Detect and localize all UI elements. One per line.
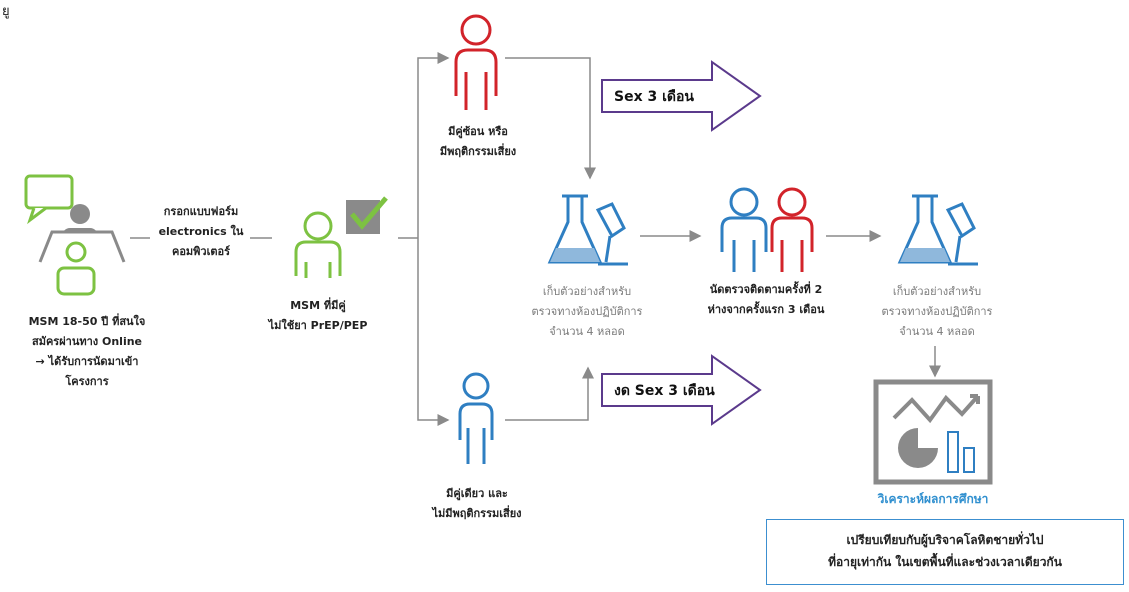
lab2-line-2: ตรวจทางห้องปฏิบัติการ <box>881 305 993 318</box>
checkmark-icon <box>346 196 388 234</box>
comparison-line-2: ที่อายุเท่ากัน ในเขตพื้นที่และช่วงเวลาเด… <box>828 555 1062 569</box>
form-line-1: กรอกแบบฟอร์ม <box>163 205 239 218</box>
followup-line-1: นัดตรวจติดตามครั้งที่ 2 <box>709 283 823 296</box>
risk-line-2: มีพฤติกรรมเสี่ยง <box>439 145 517 158</box>
lab-microscope-icon <box>547 194 628 266</box>
start-line-3: → ได้รับการนัดมาเข้า <box>35 355 139 368</box>
norisk-person-icon <box>458 372 494 464</box>
lab1-line-3: จำนวน 4 หลอด <box>549 325 625 338</box>
nosex-arrow-label: งด Sex 3 เดือน <box>614 383 715 399</box>
followup-line-2: ห่างจากครั้งแรก 3 เดือน <box>707 303 825 316</box>
start-line-1: MSM 18-50 ปี ที่สนใจ <box>28 315 146 328</box>
norisk-line-1: มีคู่เดียว และ <box>446 487 508 500</box>
lab1-text: เก็บตัวอย่างสำหรับ ตรวจทางห้องปฏิบัติการ… <box>512 282 662 342</box>
lab2-line-3: จำนวน 4 หลอด <box>899 325 975 338</box>
risk-person-icon <box>454 14 498 110</box>
risk-group-text: มีคู่ซ้อน หรือ มีพฤติกรรมเสี่ยง <box>408 122 548 162</box>
analysis-chart-icon <box>873 379 993 485</box>
form-step-text: กรอกแบบฟอร์ม electronics ใน คอมพิวเตอร์ <box>140 202 262 262</box>
corner-mark: ยู <box>2 4 10 19</box>
analysis-label: วิเคราะห์ผลการศึกษา <box>877 492 989 506</box>
sex-arrow-label: Sex 3 เดือน <box>614 89 694 105</box>
comparison-text: เปรียบเทียบกับผู้บริจาคโลหิตชายทั่วไป ที… <box>767 520 1123 573</box>
followup-text: นัดตรวจติดตามครั้งที่ 2 ห่างจากครั้งแรก … <box>678 280 854 320</box>
start-line-4: โครงการ <box>65 375 109 388</box>
norisk-line-2: ไม่มีพฤติกรรมเสี่ยง <box>432 507 522 520</box>
risk-line-1: มีคู่ซ้อน หรือ <box>448 125 508 138</box>
sex-arrow-shape <box>601 60 762 132</box>
comparison-line-1: เปรียบเทียบกับผู้บริจาคโลหิตชายทั่วไป <box>846 533 1044 547</box>
form-line-3: คอมพิวเตอร์ <box>171 245 231 258</box>
start-text: MSM 18-50 ปี ที่สนใจ สมัครผ่านทาง Online… <box>6 312 168 392</box>
lab2-text: เก็บตัวอย่างสำหรับ ตรวจทางห้องปฏิบัติการ… <box>862 282 1012 342</box>
eligible-line-1: MSM ที่มีคู่ <box>290 299 346 312</box>
couple-icon <box>720 187 814 272</box>
lab1-line-2: ตรวจทางห้องปฏิบัติการ <box>531 305 643 318</box>
connector-lines <box>130 52 941 426</box>
lab-microscope-icon-2 <box>897 194 978 266</box>
norisk-group-text: มีคู่เดียว และ ไม่มีพฤติกรรมเสี่ยง <box>400 484 554 524</box>
comparison-box: เปรียบเทียบกับผู้บริจาคโลหิตชายทั่วไป ที… <box>766 519 1124 585</box>
lab1-line-1: เก็บตัวอย่างสำหรับ <box>542 285 632 298</box>
lab2-line-1: เก็บตัวอย่างสำหรับ <box>892 285 982 298</box>
eligible-text: MSM ที่มีคู่ ไม่ใช้ยา PrEP/PEP <box>248 296 388 336</box>
eligible-person-icon <box>294 211 342 278</box>
computer-user-icon <box>24 174 126 296</box>
start-line-2: สมัครผ่านทาง Online <box>31 335 143 348</box>
eligible-line-2: ไม่ใช้ยา PrEP/PEP <box>268 319 368 332</box>
nosex-arrow-shape <box>601 354 762 426</box>
form-line-2: electronics ใน <box>158 225 244 238</box>
